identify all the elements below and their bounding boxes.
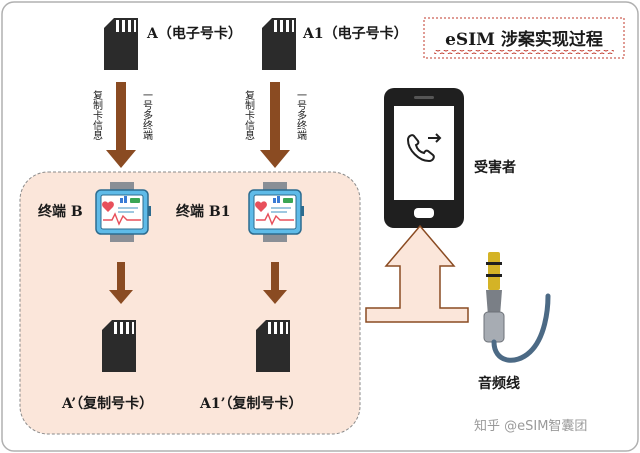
sim-card-a-icon (104, 18, 138, 70)
copy-card-a-icon (102, 320, 136, 372)
sim-a1-label: A1（电子号卡） (302, 25, 408, 42)
copy-card-a1-icon (256, 320, 290, 372)
copy-card-a1-label: A1’（复制号卡） (199, 395, 302, 412)
hollow-arrow-to-phone (365, 224, 469, 323)
copy-card-a-label: A’（复制号卡） (61, 395, 153, 412)
sim-card-a1-icon (262, 18, 296, 70)
multi-terminal-text-right: 一号多终端 (295, 90, 307, 141)
arrow-a-to-b (106, 82, 136, 168)
watermark: 知乎 @eSIM智囊团 (474, 418, 587, 434)
title-underline (434, 50, 614, 54)
victim-phone-icon (384, 88, 464, 228)
terminal-b-watch-icon (95, 181, 152, 243)
diagram-title: eSIM 涉案实现过程 (445, 29, 603, 50)
arrow-a1-to-b1 (260, 82, 290, 168)
victim-label: 受害者 (474, 159, 516, 176)
copy-info-text-right: 复制卡信息 (243, 89, 255, 140)
terminal-b1-label: 终端 B1 (176, 203, 230, 220)
arrow-b1-to-copy-a1 (263, 262, 287, 304)
copy-info-text-left: 复制卡信息 (91, 89, 103, 140)
sim-a-label: A（电子号卡） (146, 25, 242, 42)
audio-cable-icon (483, 252, 551, 363)
multi-terminal-text-left: 一号多终端 (141, 90, 153, 141)
cable-label: 音频线 (478, 375, 520, 392)
arrow-b-to-copy-a (109, 262, 133, 304)
terminal-b1-watch-icon (248, 181, 305, 243)
terminal-b-label: 终端 B (38, 203, 83, 220)
